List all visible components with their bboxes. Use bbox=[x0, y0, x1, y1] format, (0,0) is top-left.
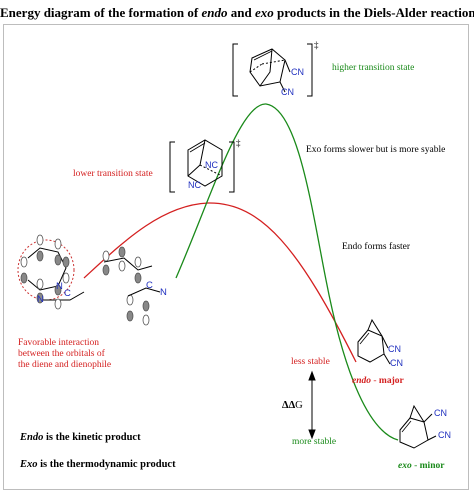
lower-ts-dagger: ‡ bbox=[236, 138, 241, 148]
orbital-n-1: N bbox=[56, 281, 63, 292]
lower-ts-nc: NC bbox=[205, 160, 218, 170]
higher-ts-label: higher transition state bbox=[332, 63, 415, 73]
orbital-n-2: N bbox=[37, 294, 44, 305]
endo-product-label: endo - major bbox=[352, 376, 404, 386]
endo-faster-note: Endo forms faster bbox=[342, 242, 411, 252]
endo-cn-1: CN bbox=[388, 344, 401, 354]
endo-energy-curve bbox=[83, 202, 357, 363]
lower-ts-label: lower transition state bbox=[73, 169, 153, 179]
exo-cn-2: CN bbox=[438, 430, 451, 440]
endo-kinetic-statement: Endo is the kinetic product bbox=[20, 432, 141, 443]
diagram-frame bbox=[3, 24, 469, 490]
endo-product-structure bbox=[357, 318, 391, 365]
orbital-c-1: C bbox=[64, 288, 71, 299]
less-stable-label: less stable bbox=[291, 357, 330, 367]
exo-thermo-statement: Exo is the thermodynamic product bbox=[20, 459, 176, 470]
exo-energy-curve bbox=[175, 103, 399, 441]
orbital-interaction-sketch bbox=[17, 234, 161, 326]
endo-cn-2: CN bbox=[390, 358, 403, 368]
higher-ts-cn-1: CN bbox=[291, 67, 304, 77]
lower-ts-cn: NC bbox=[188, 180, 201, 190]
lower-ts-structure bbox=[169, 139, 235, 193]
exo-slower-note: Exo forms slower but is more syable bbox=[306, 145, 446, 155]
favorable-line-3: the diene and dienophile bbox=[18, 360, 112, 370]
ddg-label: ΔΔG bbox=[282, 400, 303, 411]
higher-ts-cn-2: CN bbox=[281, 87, 294, 97]
exo-cn-1: CN bbox=[434, 408, 447, 418]
favorable-line-1: Favorable interaction bbox=[18, 338, 99, 348]
orbital-n-3: N bbox=[160, 287, 167, 298]
exo-product-label: exo - minor bbox=[398, 461, 445, 471]
page-title: Energy diagram of the formation of endo … bbox=[0, 5, 474, 20]
more-stable-label: more stable bbox=[292, 437, 337, 447]
exo-product-structure bbox=[399, 404, 437, 449]
orbital-c-2: C bbox=[146, 280, 153, 291]
ddg-arrow bbox=[308, 370, 316, 440]
higher-ts-structure bbox=[232, 43, 313, 97]
higher-ts-dagger: ‡ bbox=[314, 40, 319, 50]
favorable-line-2: between the orbitals of bbox=[18, 349, 105, 359]
